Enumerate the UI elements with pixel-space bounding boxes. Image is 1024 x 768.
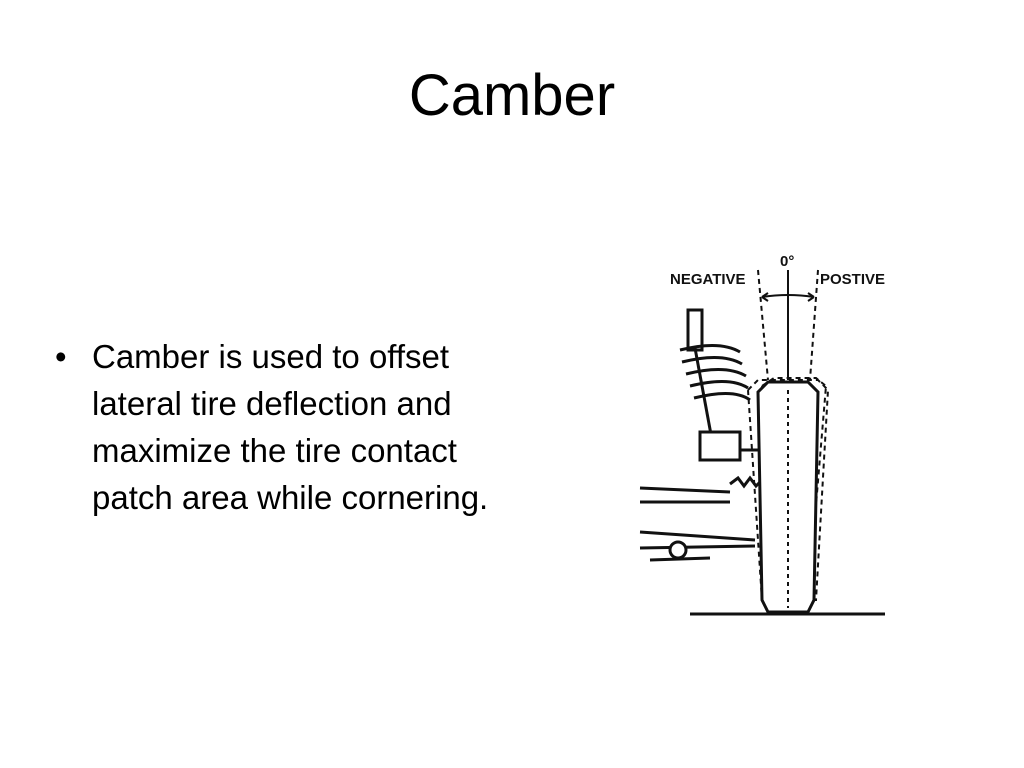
positive-camber-line xyxy=(809,269,819,381)
strut-top xyxy=(686,308,704,352)
ball-joint xyxy=(668,540,688,560)
spring-coil-3 xyxy=(685,368,747,378)
arc-arrow-right xyxy=(807,292,815,302)
control-arms xyxy=(639,475,762,562)
tie-rod xyxy=(649,556,711,562)
knuckle xyxy=(698,430,742,462)
negative-label: NEGATIVE xyxy=(670,271,746,288)
suspension-strut xyxy=(679,308,758,462)
positive-label: POSTIVE xyxy=(820,271,885,288)
spring-coil-2 xyxy=(681,356,743,366)
spring-coil-5 xyxy=(693,392,751,402)
bullet-line: lateral tire deflection and xyxy=(92,385,452,422)
arc-arrow-left xyxy=(761,292,769,302)
bullet-line: maximize the tire contact xyxy=(92,432,457,469)
lower-arm-upper-edge xyxy=(639,530,756,542)
bullet-line: patch area while cornering. xyxy=(92,479,489,516)
camber-diagram-svg: NEGATIVE POSTIVE 0° xyxy=(639,253,885,616)
strut-shaft xyxy=(693,347,714,441)
bullet-marker: • xyxy=(55,338,67,375)
zero-degree-label: 0° xyxy=(780,253,794,270)
camber-diagram: NEGATIVE POSTIVE 0° xyxy=(630,240,900,630)
bullet-list: • Camber is used to offset lateral tire … xyxy=(55,333,585,521)
bullet-line: Camber is used to offset xyxy=(92,338,450,375)
camber-angle-lines xyxy=(757,269,819,381)
cv-boot xyxy=(729,475,762,489)
tire xyxy=(756,380,820,614)
lower-arm-lower-edge xyxy=(639,544,756,550)
bullet-item: • Camber is used to offset lateral tire … xyxy=(55,333,585,521)
slide-title: Camber xyxy=(408,63,616,128)
negative-camber-line xyxy=(757,269,769,381)
spring-coil-1 xyxy=(679,344,741,354)
spring-coil-4 xyxy=(689,380,749,390)
drive-shaft-upper xyxy=(639,486,731,494)
angle-arc xyxy=(761,294,815,298)
